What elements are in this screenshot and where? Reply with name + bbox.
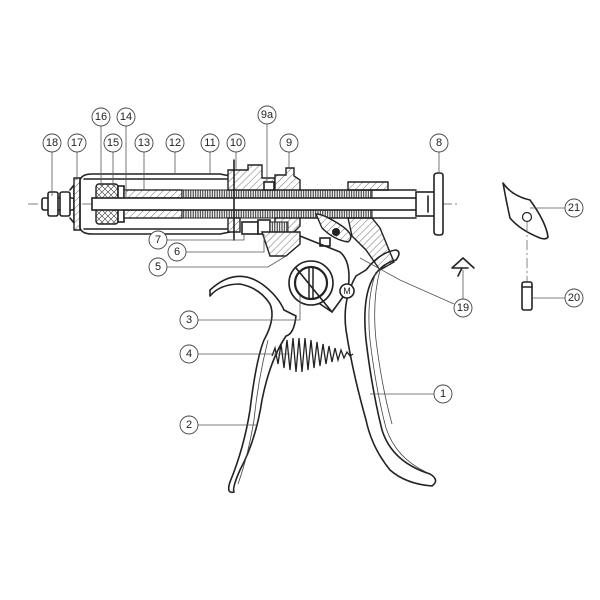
inner-tube-top: [123, 189, 183, 199]
threaded-rod-bottom: [181, 209, 373, 219]
callout-7: 7: [148, 230, 168, 250]
clip-part-19: [451, 257, 475, 277]
callout-4: 4: [179, 344, 199, 364]
svg-text:21: 21: [568, 202, 580, 214]
separate-parts: [451, 182, 549, 311]
callout-14: 14: [116, 107, 136, 127]
callout-1: 1: [433, 384, 453, 404]
callout-3: 3: [179, 310, 199, 330]
svg-text:7: 7: [155, 234, 161, 246]
callout-12: 12: [165, 133, 185, 153]
callout-16: 16: [91, 107, 111, 127]
svg-text:4: 4: [186, 348, 192, 360]
svg-text:6: 6: [174, 246, 180, 258]
nozzle-part-18: [41, 184, 75, 224]
leader-lines: [51, 124, 565, 426]
svg-text:3: 3: [186, 314, 192, 326]
svg-text:20: 20: [568, 292, 580, 304]
svg-text:15: 15: [107, 137, 119, 149]
svg-text:M: M: [343, 286, 351, 296]
pawl-pin: [332, 228, 340, 236]
callout-10: 10: [226, 133, 246, 153]
callout-17: 17: [67, 133, 87, 153]
svg-text:11: 11: [204, 137, 215, 149]
end-knob-part-8: [415, 172, 444, 236]
callout-6: 6: [167, 242, 187, 262]
callout-18: 18: [42, 133, 62, 153]
handle-assembly: M: [209, 235, 437, 494]
svg-text:17: 17: [71, 137, 83, 149]
callout-8: 8: [429, 133, 449, 153]
svg-text:16: 16: [95, 111, 107, 123]
callout-11: 11: [200, 133, 220, 153]
pin-part-20: [521, 281, 533, 311]
svg-text:10: 10: [230, 137, 242, 149]
svg-text:19: 19: [457, 302, 469, 314]
lever-plate-part-21: [502, 182, 549, 240]
pivot-disc-outer: [288, 260, 334, 306]
plunger-rod-part-14: [91, 197, 433, 211]
svg-text:1: 1: [440, 388, 446, 400]
callout-5: 5: [148, 257, 168, 277]
ring-part-9a: [263, 181, 275, 191]
front-handle-part-2: [209, 275, 297, 494]
lower-mechanism-block: [241, 219, 301, 257]
callout-2: 2: [179, 415, 199, 435]
callout-20: 20: [564, 288, 584, 308]
threaded-rod-top: [181, 189, 373, 199]
svg-text:13: 13: [138, 137, 150, 149]
front-cap-part-17: [73, 177, 81, 231]
brand-logo-icon: [339, 283, 355, 299]
svg-text:9: 9: [286, 137, 292, 149]
svg-text:12: 12: [169, 137, 181, 149]
callout-9: 9: [279, 133, 299, 153]
callout-15: 15: [103, 133, 123, 153]
callout-21: 21: [564, 198, 584, 218]
pawl-part-6: [314, 213, 352, 243]
return-spring-part-4: [271, 337, 354, 373]
svg-text:14: 14: [120, 111, 132, 123]
pivot-screw-part-3: [293, 265, 329, 301]
callout-13: 13: [134, 133, 154, 153]
barrel-assembly: [28, 159, 458, 271]
svg-text:5: 5: [155, 261, 161, 273]
svg-text:18: 18: [46, 137, 58, 149]
svg-text:2: 2: [186, 419, 192, 431]
svg-text:8: 8: [436, 137, 442, 149]
inner-tube-bottom: [123, 209, 183, 219]
svg-text:9a: 9a: [261, 109, 274, 121]
callout-19: 19: [453, 298, 473, 318]
callout-9a: 9a: [257, 105, 277, 125]
